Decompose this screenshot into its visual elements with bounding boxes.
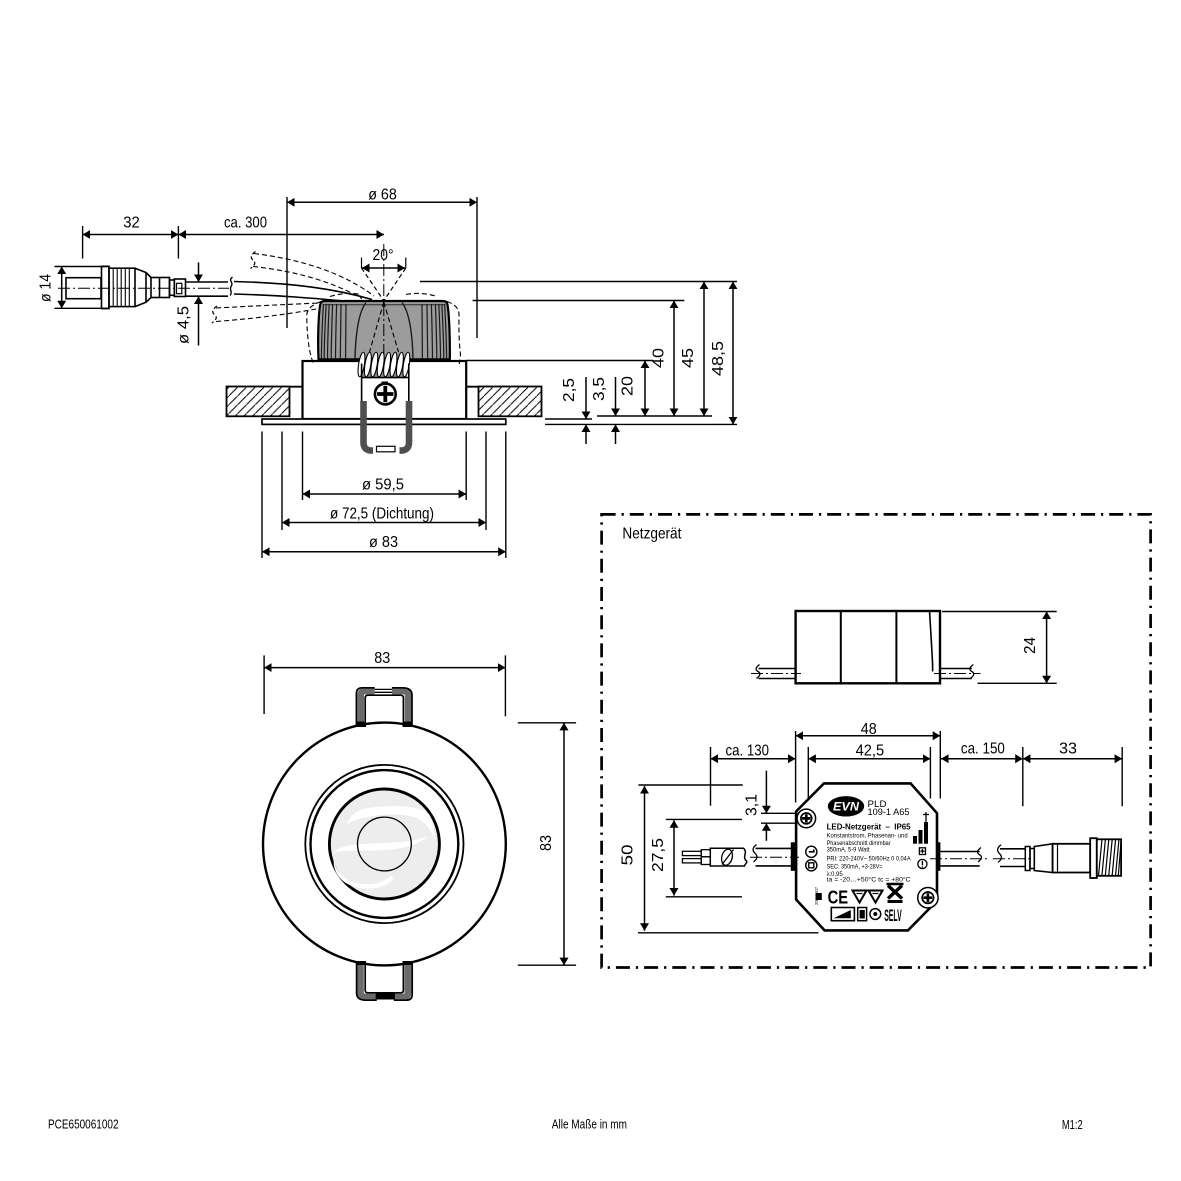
svg-text:20058607: 20058607 [814, 887, 819, 905]
svg-text:ø 14: ø 14 [38, 274, 55, 302]
svg-text:EVN: EVN [833, 802, 860, 814]
svg-text:SELV: SELV [884, 907, 902, 925]
svg-text:20: 20 [620, 376, 637, 396]
svg-text:PLD: PLD [868, 799, 887, 810]
svg-text:ø 72,5 (Dichtung): ø 72,5 (Dichtung) [330, 506, 434, 523]
svg-text:24: 24 [1022, 637, 1039, 654]
svg-text:ø 83: ø 83 [369, 534, 398, 551]
svg-text:50: 50 [619, 844, 636, 865]
svg-text:SEC: 350mA, +3-28V=: SEC: 350mA, +3-28V= [827, 864, 883, 871]
svg-text:83: 83 [538, 835, 555, 851]
svg-text:M1:2: M1:2 [1062, 1117, 1083, 1132]
svg-text:ca. 300: ca. 300 [224, 215, 267, 232]
svg-text:CE: CE [828, 888, 849, 908]
svg-text:ø 59,5: ø 59,5 [362, 477, 404, 494]
svg-text:LED-Netzgerät – IP65: LED-Netzgerät – IP65 [827, 823, 912, 832]
svg-text:ca. 150: ca. 150 [961, 741, 1005, 758]
svg-text:109-1 A65: 109-1 A65 [868, 807, 910, 818]
svg-text:32: 32 [123, 215, 140, 232]
svg-text:Alle Maße in mm: Alle Maße in mm [552, 1117, 627, 1132]
svg-text:Netzgerät: Netzgerät [622, 526, 681, 543]
svg-text:33: 33 [1059, 741, 1077, 758]
svg-text:48: 48 [861, 721, 877, 738]
svg-text:20°: 20° [373, 247, 394, 264]
svg-text:ca. 130: ca. 130 [726, 743, 770, 760]
svg-text:48,5: 48,5 [710, 341, 727, 376]
svg-text:42,5: 42,5 [856, 743, 885, 760]
svg-text:350mA, 5-9 Watt: 350mA, 5-9 Watt [827, 847, 870, 854]
svg-text:3,5: 3,5 [591, 377, 608, 401]
svg-text:Phasenabschnitt dimmbar: Phasenabschnitt dimmbar [827, 840, 892, 847]
svg-text:27,5: 27,5 [650, 838, 667, 872]
svg-text:PRI: 220-240V~ 50/60Hz 0 0,04: PRI: 220-240V~ 50/60Hz 0 0,04A [827, 855, 911, 862]
svg-text:ø 68: ø 68 [368, 187, 397, 204]
svg-text:λ:0,95: λ:0,95 [827, 871, 843, 878]
svg-text:45: 45 [680, 348, 697, 368]
svg-text:2,5: 2,5 [561, 378, 578, 402]
svg-text:3,1: 3,1 [743, 794, 760, 816]
svg-text:83: 83 [374, 650, 390, 667]
svg-text:ta = -20…+50°C tc = +80°C: ta = -20…+50°C tc = +80°C [827, 877, 912, 884]
svg-text:PCE650061002: PCE650061002 [48, 1117, 119, 1132]
svg-text:ø 4,5: ø 4,5 [176, 306, 193, 344]
svg-text:Konstantstrom, Phasenan- und: Konstantstrom, Phasenan- und [827, 832, 908, 839]
svg-text:40: 40 [651, 348, 668, 368]
